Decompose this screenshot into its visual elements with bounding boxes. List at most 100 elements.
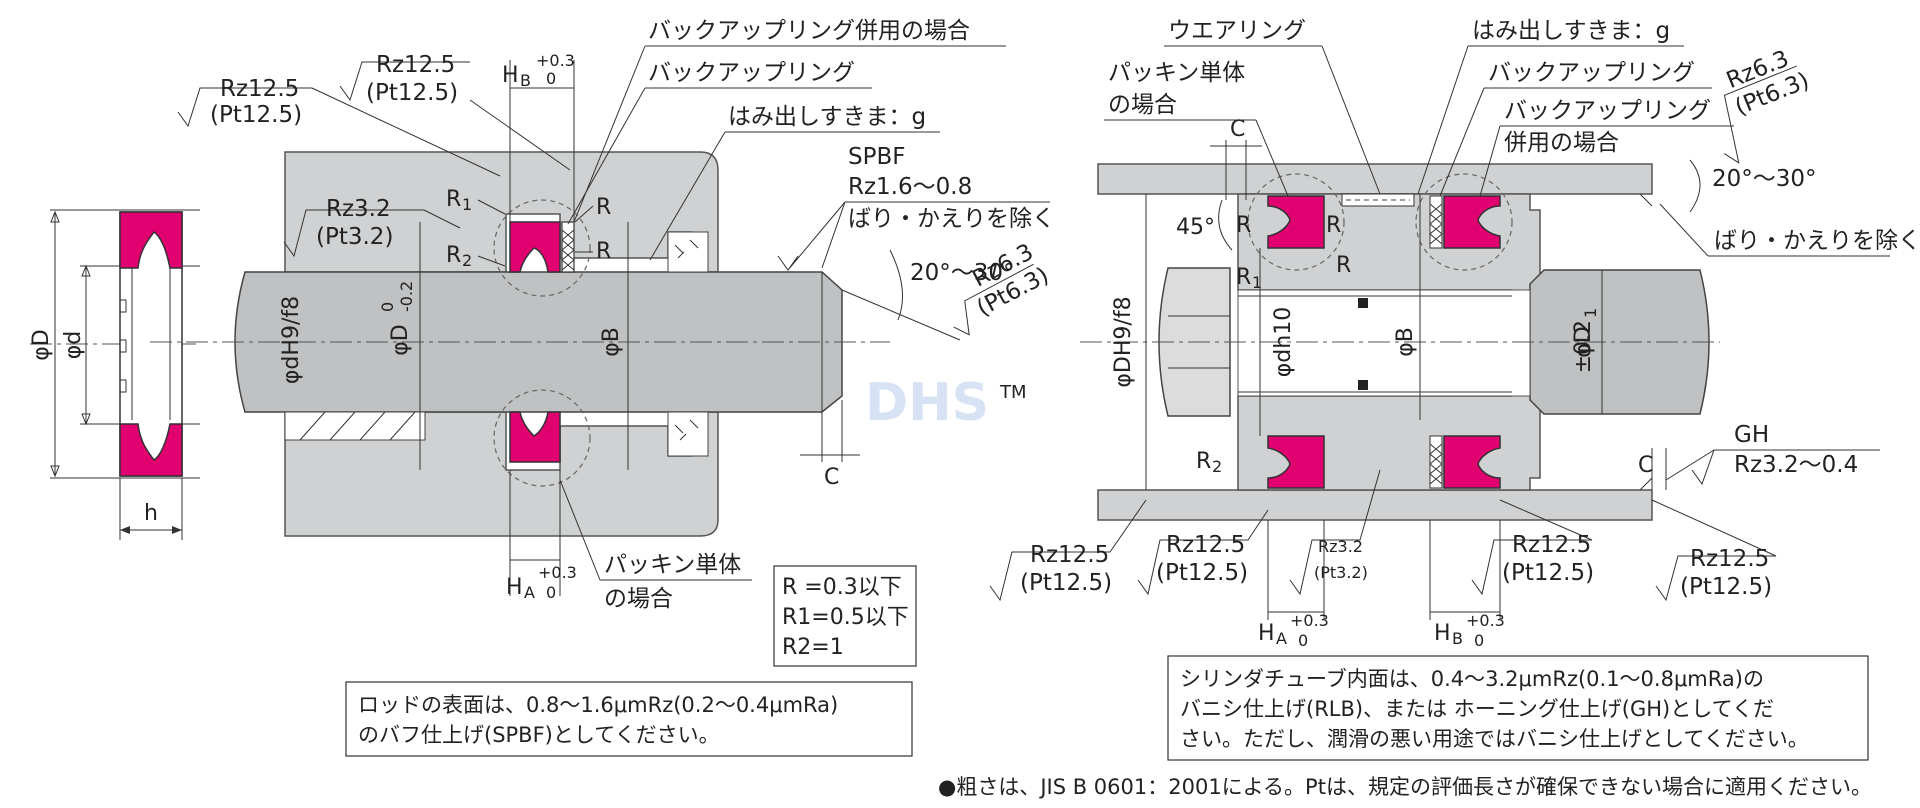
- ha-label: H: [506, 575, 523, 600]
- label-right-deburr: ばり・かえりを除く: [1714, 228, 1920, 254]
- phi-D1-label: φD: [1571, 326, 1596, 357]
- right-R2-label: R: [1196, 449, 1211, 474]
- r-table-row2: R1=0.5以下: [782, 605, 909, 630]
- piston-seal-top-right: [1443, 195, 1501, 249]
- rough-a-rz: Rz12.5: [220, 76, 299, 102]
- phi-D1-sub: 1: [1581, 308, 1600, 318]
- label-right-backup-combined-1: バックアップリング: [1504, 98, 1711, 124]
- right-callouts: ウエアリング はみ出しすきま：g パッキン単体 の場合 バックアップリング バッ…: [1104, 18, 1920, 486]
- left-callouts: バックアップリング併用の場合 バックアップリング はみ出しすきま：g SPBF …: [559, 18, 1055, 612]
- rough-c-rz: Rz3.2: [326, 196, 391, 222]
- right-roughness: Rz6.3 (Pt6.3) Rz12.5 (Pt12.5) Rz12.5 (Pt…: [989, 46, 1813, 602]
- right-rough-b4-rz: Rz12.5: [1512, 532, 1591, 558]
- phi-D-tol-lo: -0.2: [397, 281, 416, 312]
- right-rough-b2-rz: Rz12.5: [1166, 532, 1245, 558]
- right-hb-sub: B: [1452, 629, 1463, 648]
- right-ha-tol: +0.3: [1290, 611, 1329, 630]
- phi-B-label: φB: [599, 327, 624, 357]
- backup-ring-top: [561, 221, 575, 273]
- rod-seal-bottom: [509, 411, 561, 463]
- label-right-packing-only-1: パッキン単体: [1108, 60, 1245, 86]
- right-hb-tol0: 0: [1474, 631, 1484, 650]
- piston-seal-top-left: [1267, 195, 1325, 249]
- left-C-label: C: [824, 465, 839, 490]
- left-roughness: Rz12.5 (Pt12.5) Rz12.5 (Pt12.5) Rz3.2 (P…: [177, 52, 1053, 336]
- piston-seal-bottom-right: [1443, 435, 1501, 489]
- piston-seal-bottom-left: [1267, 435, 1325, 489]
- rod-seal-top: [509, 221, 561, 273]
- hb-tol: +0.3: [536, 51, 575, 70]
- phi-D-label: φD: [29, 329, 54, 360]
- cylinder-surface-note: シリンダチューブ内面は、0.4～3.2μmRz(0.1～0.8μmRa)の バニ…: [1167, 655, 1869, 761]
- cyl-note-line3: さい。ただし、潤滑の悪い用途ではバニシ仕上げとしてください。: [1180, 727, 1809, 751]
- phi-d-label: φd: [61, 331, 86, 359]
- left-R1-sub: 1: [462, 195, 472, 214]
- label-right-backup-ring: バックアップリング: [1488, 60, 1695, 86]
- label-angle-left: 20°～30°: [910, 260, 1015, 286]
- phi-D1-tol: ±0.2: [1571, 320, 1596, 373]
- label-extrusion-gap: はみ出しすきま：g: [728, 104, 926, 130]
- hb-tol0: 0: [546, 69, 556, 88]
- ha-tol: +0.3: [538, 563, 577, 582]
- label-backup-combined: バックアップリング併用の場合: [648, 18, 970, 44]
- label-right-extrusion-gap: はみ出しすきま：g: [1472, 18, 1670, 44]
- watermark: DHS: [865, 373, 989, 433]
- label-wear-ring: ウエアリング: [1168, 18, 1306, 44]
- rough-b-rz: Rz12.5: [376, 52, 455, 78]
- label-right-packing-only-2: の場合: [1108, 92, 1177, 118]
- right-hb-label: H: [1434, 621, 1451, 646]
- phi-D-tol-up: 0: [378, 302, 397, 312]
- rough-b-pt: (Pt12.5): [366, 80, 458, 106]
- label-packing-only-1: パッキン単体: [604, 552, 741, 578]
- r-table-row3: R2=1: [782, 635, 844, 660]
- right-R1-sub: 1: [1252, 273, 1262, 292]
- right-R-label-b: R: [1326, 213, 1341, 238]
- seal-lip-bottom: [119, 423, 183, 477]
- phi-D-tol-label: φD: [388, 324, 413, 355]
- cyl-note-line2: バニシ仕上げ(RLB)、または ホーニング仕上げ(GH)としてくだ: [1180, 697, 1774, 721]
- left-R2-label: R: [446, 243, 461, 268]
- right-rough-b1-rz: Rz12.5: [1030, 542, 1109, 568]
- rod-assembly: φdH9/f8 φD 0 -0.2 φB H B +0.3 0 H A +0.3…: [150, 51, 890, 602]
- right-R-label-c: R: [1336, 253, 1351, 278]
- right-rough-b2-pt: (Pt12.5): [1156, 560, 1248, 586]
- seal-lip-top: [119, 211, 183, 269]
- backup-ring-right-top: [1429, 195, 1443, 249]
- h-label: h: [144, 501, 158, 526]
- rod-note-line1: ロッドの表面は、0.8～1.6μmRz(0.2～0.4μmRa): [358, 693, 838, 717]
- right-rough-b5-pt: (Pt12.5): [1680, 574, 1772, 600]
- hb-label: H: [502, 63, 519, 88]
- right-rough-b1-pt: (Pt12.5): [1020, 570, 1112, 596]
- cyl-note-line1: シリンダチューブ内面は、0.4～3.2μmRz(0.1～0.8μmRa)の: [1180, 667, 1764, 691]
- right-ha-sub: A: [1276, 629, 1287, 648]
- label-spbf: SPBF: [848, 144, 905, 170]
- rod-note-line2: のバフ仕上げ(SPBF)としてください。: [358, 723, 720, 747]
- left-R-label-1: R: [596, 195, 611, 220]
- right-ha-label: H: [1258, 621, 1275, 646]
- right-C-top-label: C: [1230, 117, 1245, 142]
- left-R2-sub: 2: [462, 251, 472, 270]
- rough-a-pt: (Pt12.5): [210, 102, 302, 128]
- footer-note: ●粗さは、JIS B 0601：2001による。Ptは、規定の評価長さが確保でき…: [938, 775, 1872, 799]
- label-backup-ring: バックアップリング: [648, 60, 855, 86]
- phi-dh10-label: φdh10: [1271, 307, 1296, 377]
- label-gh: GH: [1734, 422, 1769, 448]
- hb-sub: B: [520, 71, 531, 90]
- right-rough-b3-rz: Rz3.2: [1318, 537, 1363, 556]
- r-table-row1: R =0.3以下: [782, 575, 902, 600]
- right-hb-tol: +0.3: [1466, 611, 1505, 630]
- backup-ring-right-bottom: [1429, 435, 1443, 489]
- ha-tol0: 0: [546, 583, 556, 602]
- right-R-label-a: R: [1236, 213, 1251, 238]
- angle-45-label: 45°: [1176, 215, 1215, 240]
- phi-d-h9f8-label: φdH9/f8: [279, 296, 304, 384]
- right-rough-b5-rz: Rz12.5: [1690, 546, 1769, 572]
- label-rz16-08: Rz1.6～0.8: [848, 174, 972, 200]
- right-R1-label: R: [1236, 265, 1251, 290]
- piston-assembly: φDH9/f8 φdh10 φB φD 1 ±0.2 C C R R R R 1…: [1080, 117, 1720, 650]
- label-deburr-left: ばり・かえりを除く: [848, 206, 1055, 232]
- label-rz32-04: Rz3.2～0.4: [1734, 452, 1858, 478]
- watermark-tm: TM: [999, 382, 1027, 403]
- r-spec-table: R =0.3以下 R1=0.5以下 R2=1: [773, 565, 917, 667]
